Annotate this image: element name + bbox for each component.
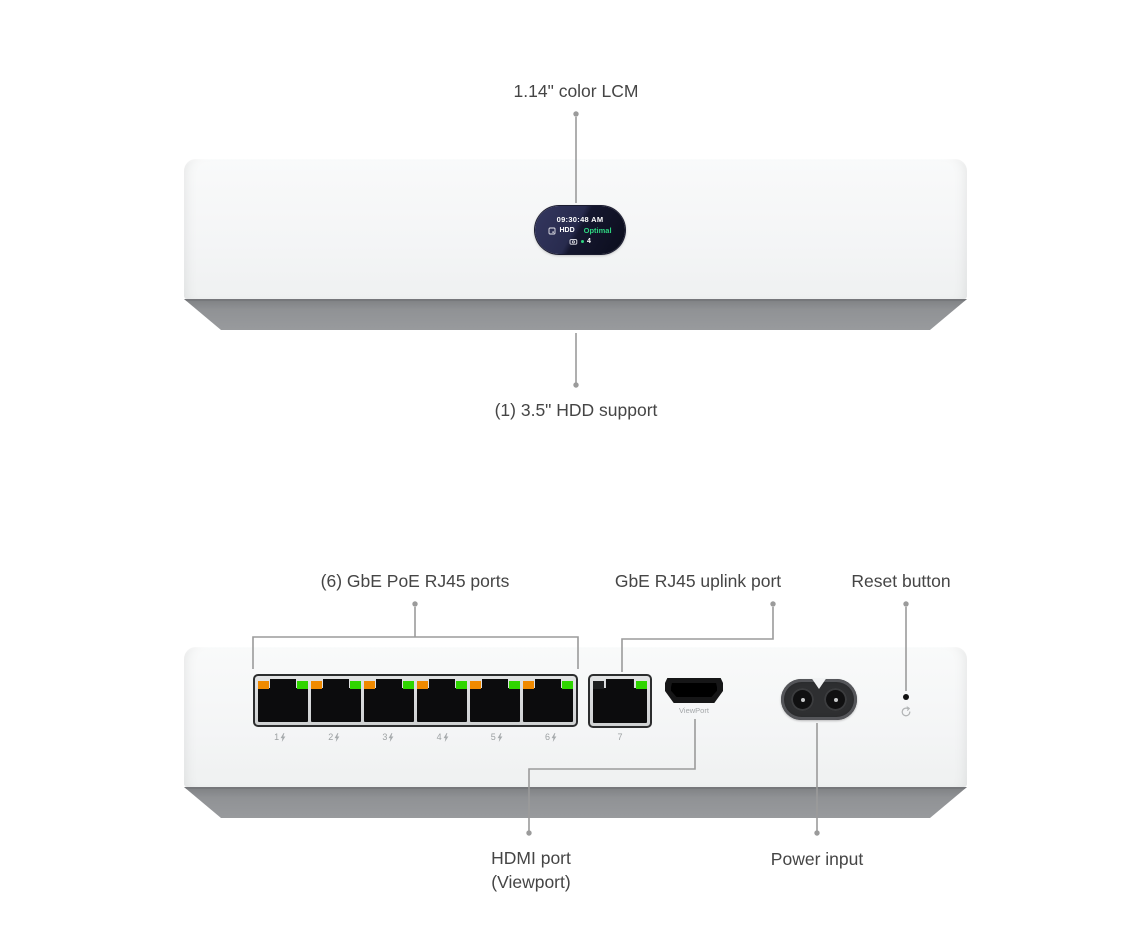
poe-bolt-icon [551, 732, 557, 742]
rj45-port-1 [258, 679, 308, 722]
lcm-storage-status: Optimal [583, 226, 612, 235]
rj45-port-7 [593, 679, 647, 723]
poe-bolt-icon [280, 732, 286, 742]
poe-led-orange [258, 681, 269, 689]
power-pin-hole-left [791, 688, 814, 711]
hdmi-leader-dot [526, 830, 532, 836]
poe-port-bank [253, 674, 578, 727]
uplink-port-number-row: 7 [588, 731, 652, 743]
camera-status-dot [581, 240, 585, 243]
rj45-tab [429, 679, 455, 689]
uplink-callout-label: GbE RJ45 uplink port [614, 571, 782, 591]
lcm-camera-row: 4 [569, 238, 591, 246]
poe-led-orange [364, 681, 375, 689]
lcm-storage-row: HDD Optimal [548, 226, 612, 235]
lcm-time: 09:30:48 AM [556, 214, 604, 224]
poe-led-orange [523, 681, 534, 689]
lcm-display-screen: 09:30:48 AM HDD Optimal 4 [535, 206, 625, 254]
poe-led-orange [311, 681, 322, 689]
back-device-base [184, 787, 967, 818]
poe-led-orange [417, 681, 428, 689]
lcm-storage-label: HDD [559, 227, 575, 234]
port-label-2: 2 [307, 731, 361, 743]
rj45-tab [482, 679, 508, 689]
poe-led-orange [470, 681, 481, 689]
rj45-port-3 [364, 679, 414, 722]
uplink-leader-dot [770, 601, 776, 607]
link-led-green [562, 681, 573, 689]
hdd-leader-dot [573, 382, 579, 388]
poe-bolt-icon [334, 732, 340, 742]
front-device-base [184, 299, 967, 330]
reset-button [903, 694, 909, 700]
rj45-port-4 [417, 679, 467, 722]
uplink-led-off [593, 681, 604, 689]
port-label-6: 6 [524, 731, 578, 743]
port-label-3: 3 [361, 731, 415, 743]
poe-bolt-icon [389, 732, 394, 742]
port-label-7: 7 [617, 732, 623, 742]
power-pin-hole-right [824, 688, 847, 711]
poe-bolt-icon [443, 732, 449, 742]
hdmi-callout-line2: (Viewport) [491, 872, 571, 892]
rj45-tab [270, 679, 296, 689]
rj45-tab [323, 679, 349, 689]
port-label-4: 4 [416, 731, 470, 743]
link-led-green [403, 681, 414, 689]
reset-leader-dot [903, 601, 909, 607]
reset-arrow-icon [901, 706, 911, 717]
port-label-5: 5 [470, 731, 524, 743]
lcm-camera-count: 4 [587, 238, 591, 245]
link-led-green [350, 681, 361, 689]
hdd-callout-label: (1) 3.5" HDD support [494, 400, 658, 420]
hdd-icon [549, 227, 556, 234]
lcm-leader-dot [573, 111, 579, 117]
poe-ports-callout-label: (6) GbE PoE RJ45 ports [320, 571, 510, 591]
hdmi-callout-line1: HDMI port [491, 848, 571, 868]
rj45-tab [605, 679, 635, 689]
link-led-green [297, 681, 308, 689]
rj45-port-6 [523, 679, 573, 722]
rj45-port-2 [311, 679, 361, 722]
rj45-tab [376, 679, 402, 689]
link-led-green [456, 681, 467, 689]
power-callout-label: Power input [770, 849, 864, 869]
poe-port-number-row: 1 2 3 4 5 6 [253, 731, 578, 743]
rj45-tab [535, 679, 561, 689]
viewport-port-label: ViewPort [679, 706, 709, 715]
hdmi-port [665, 678, 723, 703]
hdmi-callout-label: HDMI port (Viewport) [491, 846, 571, 894]
lcm-callout-label: 1.14" color LCM [513, 81, 639, 101]
power-inlet [781, 678, 857, 720]
power-inlet-notch [811, 678, 827, 689]
power-leader-dot [814, 830, 820, 836]
poe-bolt-icon [497, 732, 503, 742]
uplink-led-green [636, 681, 647, 689]
uplink-port-bank [588, 674, 652, 728]
camera-icon [569, 238, 578, 245]
reset-callout-label: Reset button [851, 571, 951, 591]
rj45-port-5 [470, 679, 520, 722]
link-led-green [509, 681, 520, 689]
poe-leader-dot [412, 601, 418, 607]
port-label-1: 1 [253, 731, 307, 743]
